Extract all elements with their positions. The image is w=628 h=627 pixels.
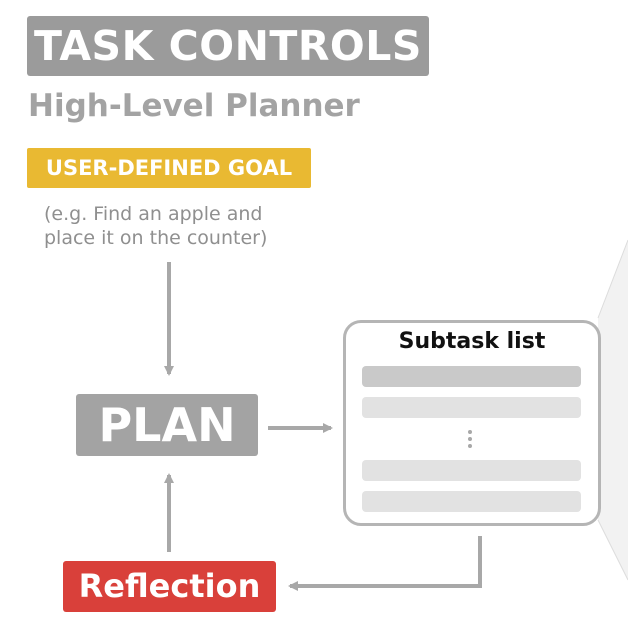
goal-example-text: (e.g. Find an apple and place it on the … (44, 202, 304, 250)
goal-example-line-1: (e.g. Find an apple and (44, 203, 263, 225)
zoom-wedge-edge-bottom (597, 519, 628, 581)
ellipsis-dot (468, 430, 472, 434)
zoom-wedge-edge-top (597, 239, 628, 319)
subtask-list-title: Subtask list (398, 329, 546, 354)
goal-example-line-2: place it on the counter) (44, 227, 268, 249)
ellipsis-dot (468, 444, 472, 448)
ellipsis-dot (468, 437, 472, 441)
subtask-item (362, 460, 581, 481)
subtask-item (362, 397, 581, 418)
reflection-node: Reflection (63, 561, 276, 612)
subtask-item (362, 366, 581, 387)
subtitle: High-Level Planner (28, 88, 360, 124)
subtask-item (362, 491, 581, 512)
plan-node: PLAN (76, 394, 258, 456)
zoom-wedge (598, 240, 628, 580)
title-banner: TASK CONTROLS (27, 16, 429, 76)
arrow-subtasks-to-reflection (288, 536, 482, 591)
user-goal-badge: USER-DEFINED GOAL (27, 148, 311, 188)
